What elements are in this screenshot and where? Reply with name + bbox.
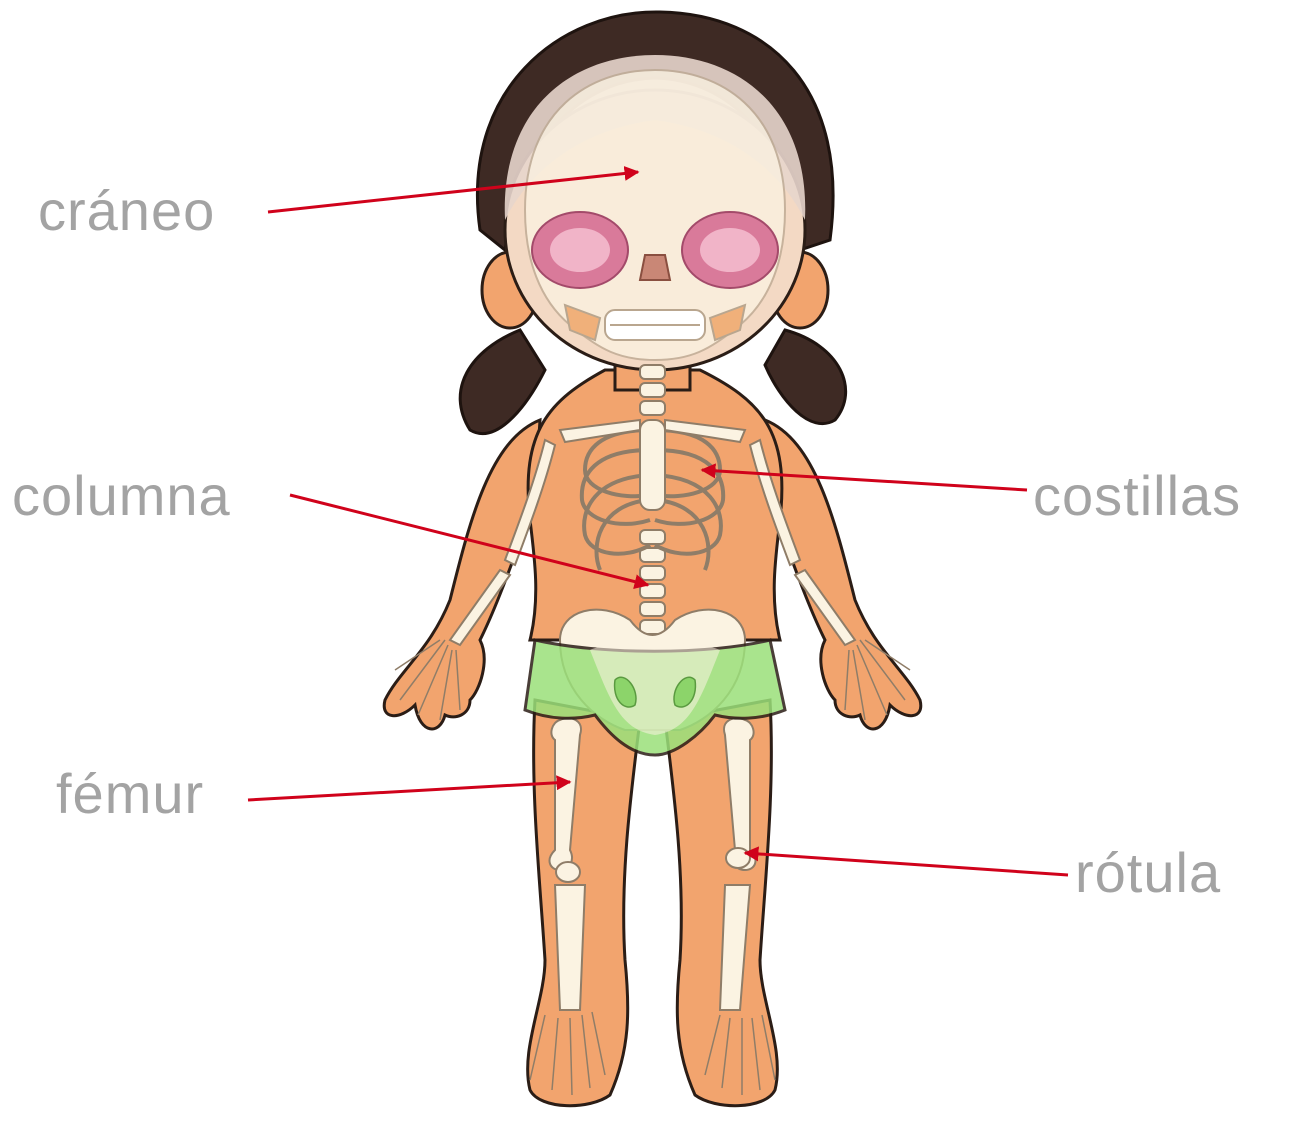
skull bbox=[525, 70, 785, 360]
rotula-pointer bbox=[745, 853, 1068, 875]
label-rotula: rótula bbox=[1075, 845, 1221, 901]
right-kneecap bbox=[726, 848, 750, 868]
label-columna: columna bbox=[12, 468, 231, 524]
label-costillas: costillas bbox=[1033, 468, 1241, 524]
femur-pointer bbox=[248, 782, 570, 800]
sternum bbox=[640, 420, 665, 510]
label-femur: fémur bbox=[56, 766, 204, 822]
label-craneo: cráneo bbox=[38, 183, 215, 239]
left-kneecap bbox=[556, 862, 580, 882]
